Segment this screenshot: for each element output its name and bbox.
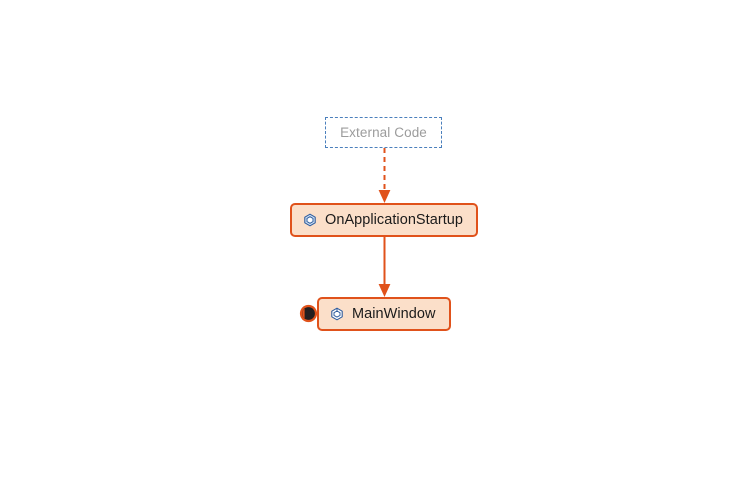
edge-arrowhead [378,190,391,203]
node-on-application-startup[interactable]: OnApplicationStartup [290,203,478,237]
edge-external-to-startup [378,148,391,203]
node-on-application-startup-label: OnApplicationStartup [325,212,464,228]
method-cube-icon [331,307,343,321]
node-main-window-label: MainWindow [352,306,436,322]
edge-arrowhead [378,284,391,297]
current-statement-arrow-icon[interactable] [299,304,318,323]
edge-startup-to-mainwindow [378,237,391,297]
node-external-code[interactable]: External Code [325,117,442,148]
node-external-code-label: External Code [340,125,427,140]
node-main-window[interactable]: MainWindow [317,297,451,331]
method-cube-icon [304,213,316,227]
